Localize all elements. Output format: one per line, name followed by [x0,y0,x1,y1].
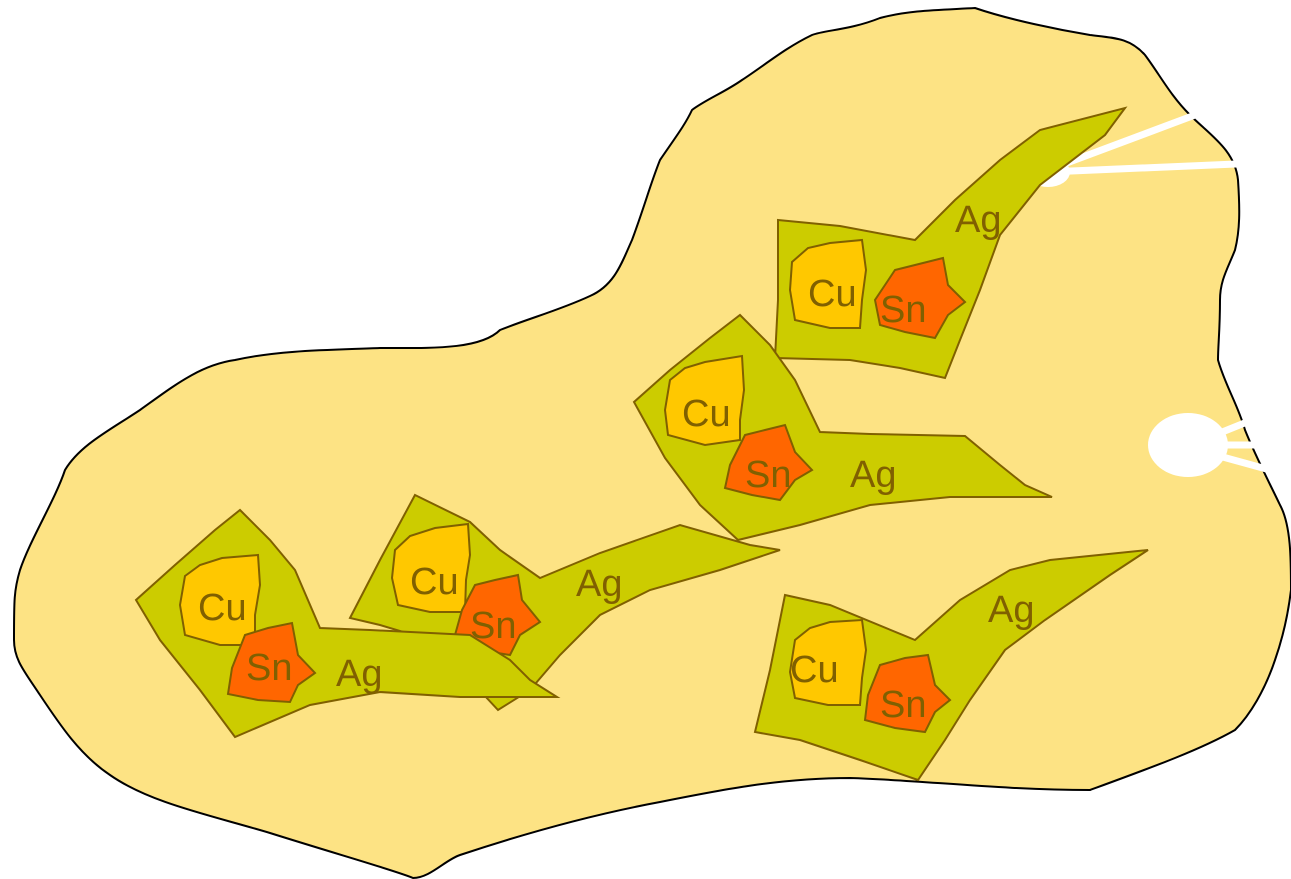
sn-grain [453,573,542,657]
cluster-bottom-right: Ag Cu Sn [753,549,1149,782]
sn-grain [873,256,967,340]
ag-label: Ag [576,563,622,605]
cu-label: Cu [198,587,247,629]
cu-grain [788,618,868,706]
ag-region [773,106,1128,380]
sn-label: Sn [745,454,791,496]
cu-grain [788,238,868,329]
ag-label: Ag [955,199,1001,241]
cu-grain [663,354,746,447]
sn-grain [723,423,814,502]
cu-label: Cu [790,649,839,691]
cu-grain [390,522,472,613]
ag-region [753,549,1149,782]
cluster-bottom-left: Ag Cu Sn [134,508,561,739]
ag-label: Ag [988,589,1034,631]
cluster-top-right: Ag Cu Sn [773,106,1128,380]
sn-label: Sn [246,647,292,689]
ag-label: Ag [336,653,382,695]
cu-grain [178,553,262,646]
cu-label: Cu [682,393,731,435]
sn-grain [863,653,952,734]
cluster-center: Ag Cu Sn [632,313,1053,542]
contact-pore-lower [1148,413,1228,477]
ag-label: Ag [850,454,896,496]
sn-grain [226,621,317,704]
sn-label: Sn [880,684,926,726]
cu-label: Cu [410,561,459,603]
sn-label: Sn [880,289,926,331]
cu-label: Cu [808,273,857,315]
wire-upper-2 [1044,160,1240,176]
